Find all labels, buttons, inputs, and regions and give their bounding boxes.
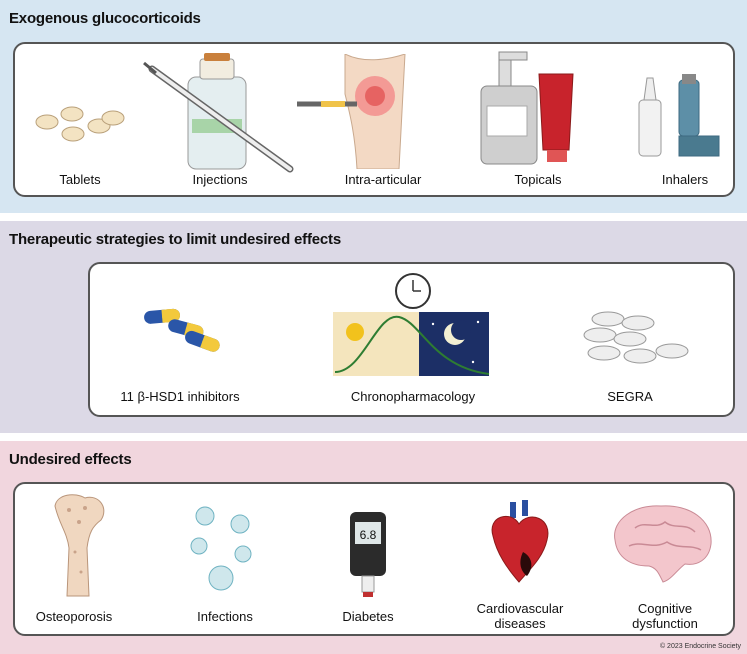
capsules-icon [144,308,220,352]
undesired-title: Undesired effects [9,451,132,468]
intra-articular-label: Intra-articular [344,172,422,187]
hsd1-inhibitors-label: 11 β-HSD1 inhibitors [120,389,240,404]
therapeutic-section: Therapeutic strategies to limit undesire… [0,221,747,433]
virus-icon [190,506,252,591]
therapeutic-title: Therapeutic strategies to limit undesire… [9,231,341,248]
tablets-label: Tablets [59,172,101,187]
topicals-icon [480,51,574,165]
inhalers-label: Inhalers [661,172,709,187]
day-night-clock-icon [333,273,490,376]
therapeutic-box: 11 β-HSD1 inhibitors Chronopharmacology [88,262,735,417]
tablets-icon [35,106,125,142]
osteoporosis-label: Osteoporosis [35,609,113,624]
exogenous-section: Exogenous glucocorticoids Tablets Inject… [0,0,747,213]
undesired-box: Osteoporosis Infections 6.8 Diabetes [13,482,735,636]
segra-tablets-icon [583,311,689,364]
undesired-section: Undesired effects Osteoporosis Infection… [0,441,747,654]
inhalers-icon [638,74,720,157]
bone-icon [54,494,105,597]
exogenous-box: Tablets Injections Intra-articular [13,42,735,197]
brain-icon [614,505,712,583]
knee-joint-icon [297,54,406,169]
injections-label: Injections [192,172,248,187]
diabetes-label: Diabetes [342,609,394,624]
copyright-credit: © 2023 Endocrine Society [659,643,741,650]
segra-label: SEGRA [607,389,653,404]
topicals-label: Topicals [514,172,562,187]
glucometer-reading: 6.8 [360,528,377,542]
heart-icon [491,500,549,583]
glucometer-icon: 6.8 [350,512,386,597]
exogenous-title: Exogenous glucocorticoids [9,10,201,27]
chronopharmacology-label: Chronopharmacology [350,389,476,404]
infections-label: Infections [197,609,253,624]
cardiovascular-label: Cardiovascular diseases [476,601,564,631]
injection-vial-icon [143,53,294,173]
cognitive-label: Cognitive dysfunction [632,601,698,631]
